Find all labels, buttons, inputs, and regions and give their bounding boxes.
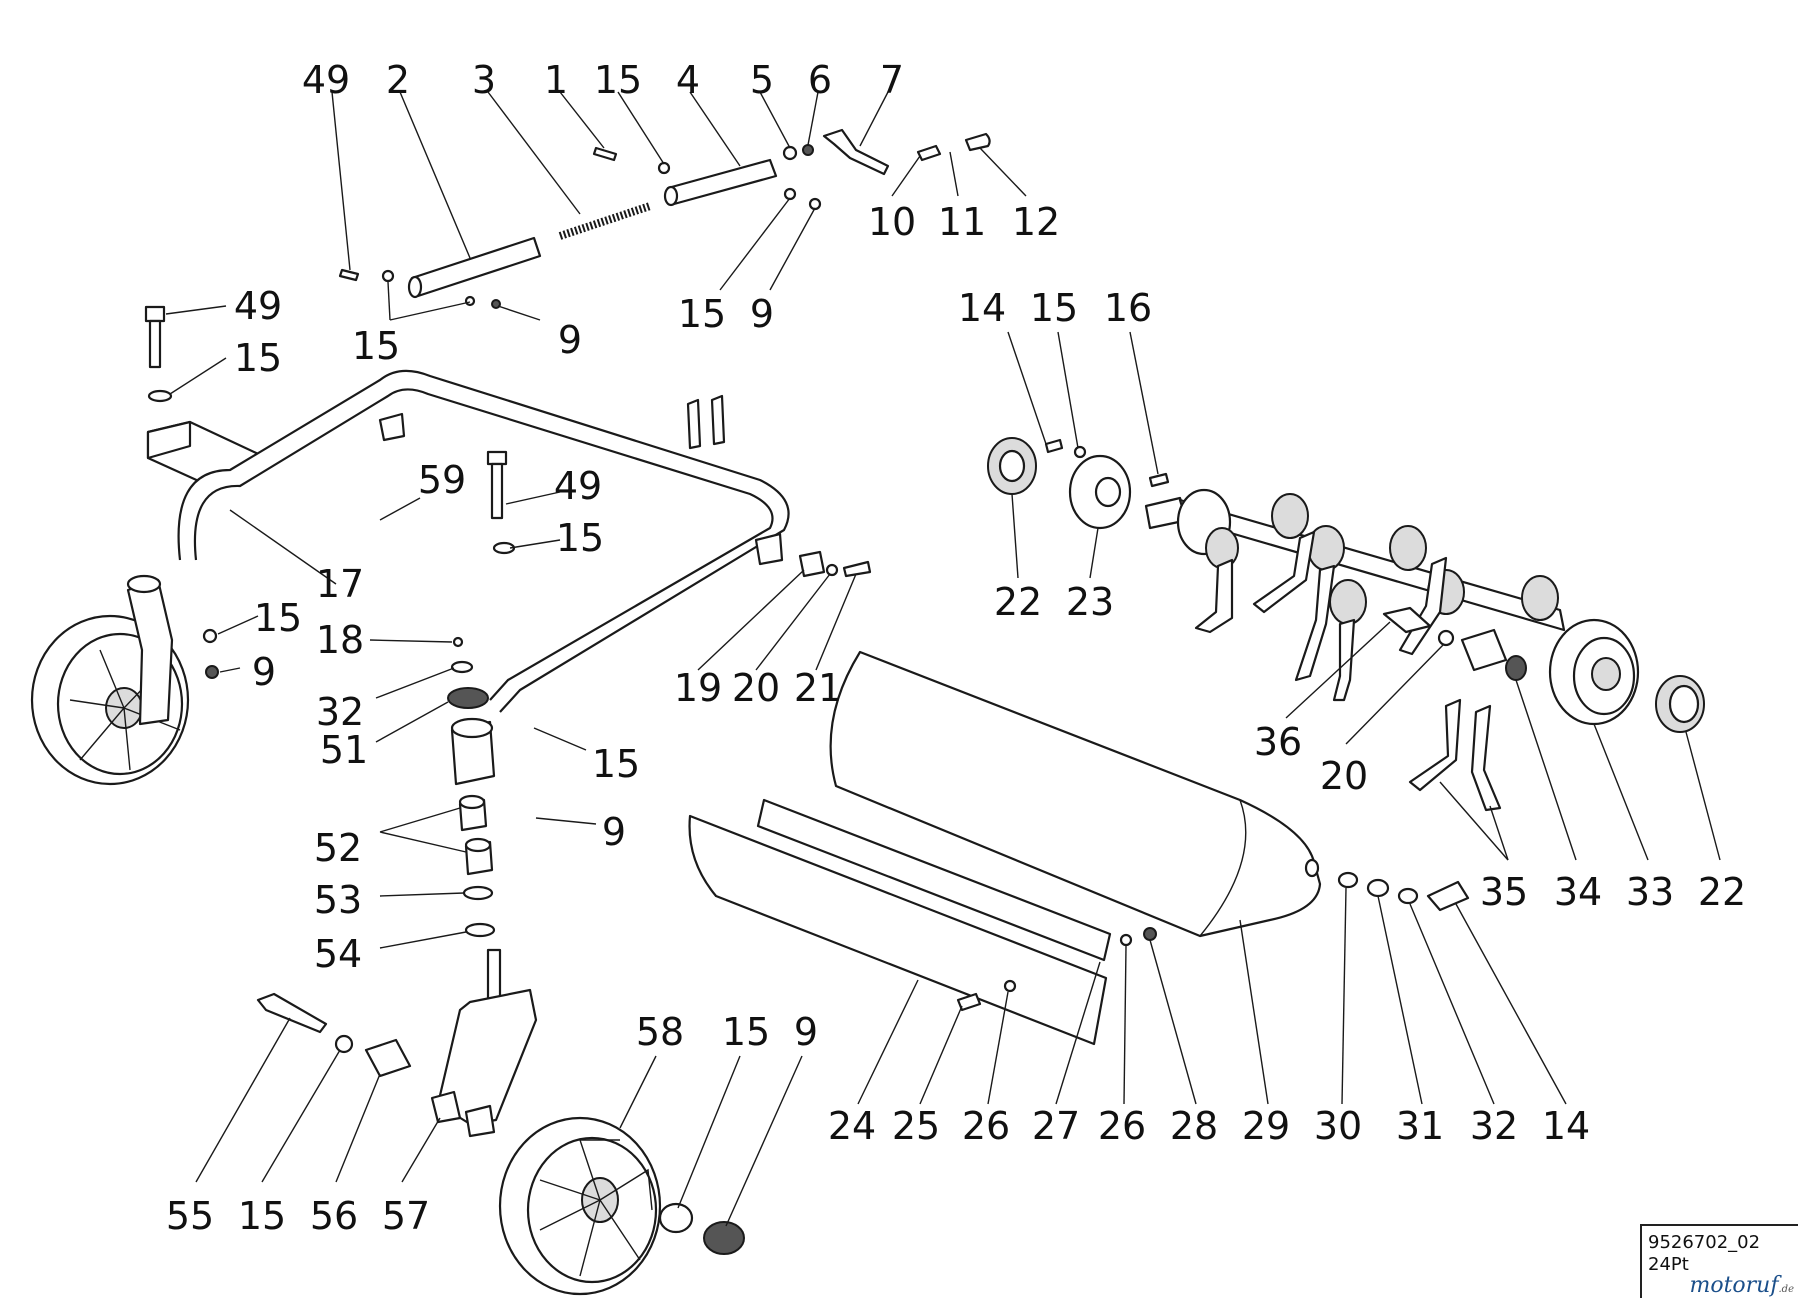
part-label-51: 51: [319, 728, 369, 772]
part-label-9: 9: [601, 810, 627, 854]
part-label-32: 32: [315, 690, 365, 734]
part-label-55: 55: [165, 1194, 215, 1238]
part-label-57: 57: [381, 1194, 431, 1238]
part-label-34: 34: [1553, 870, 1603, 914]
part-label-15: 15: [677, 292, 727, 336]
part-label-26: 26: [1097, 1104, 1147, 1148]
part-label-31: 31: [1395, 1104, 1445, 1148]
brand-name: motoruf: [1689, 1273, 1779, 1298]
part-label-15: 15: [233, 336, 283, 380]
handle-shaft-assembly: [331, 91, 1027, 321]
part-label-15: 15: [591, 742, 641, 786]
part-label-11: 11: [937, 200, 987, 244]
part-label-25: 25: [891, 1104, 941, 1148]
part-label-26: 26: [961, 1104, 1011, 1148]
part-label-17: 17: [315, 562, 365, 606]
part-label-10: 10: [867, 200, 917, 244]
part-label-20: 20: [1319, 754, 1369, 798]
front-wheel-left: [30, 574, 259, 786]
brand-watermark: motoruf.de: [1689, 1273, 1794, 1298]
part-label-22: 22: [993, 580, 1043, 624]
part-label-59: 59: [417, 458, 467, 502]
part-label-15: 15: [1029, 286, 1079, 330]
part-label-32: 32: [1469, 1104, 1519, 1148]
cover-assembly: [688, 650, 1567, 1105]
part-label-23: 23: [1065, 580, 1115, 624]
part-label-6: 6: [807, 58, 833, 102]
part-label-14: 14: [957, 286, 1007, 330]
part-label-36: 36: [1253, 720, 1303, 764]
part-label-28: 28: [1169, 1104, 1219, 1148]
part-label-53: 53: [313, 878, 363, 922]
part-label-21: 21: [793, 666, 843, 710]
caster-assembly: [195, 636, 803, 1296]
drawing-code-box: 9526702_02 24Pt motoruf.de: [1640, 1224, 1798, 1298]
part-label-15: 15: [237, 1194, 287, 1238]
part-label-15: 15: [253, 596, 303, 640]
part-label-1: 1: [543, 58, 569, 102]
part-label-3: 3: [471, 58, 497, 102]
part-label-2: 2: [385, 58, 411, 102]
part-label-30: 30: [1313, 1104, 1363, 1148]
drawing-sub-code: 24Pt: [1648, 1254, 1689, 1275]
part-label-58: 58: [635, 1010, 685, 1054]
part-label-4: 4: [675, 58, 701, 102]
part-label-12: 12: [1011, 200, 1061, 244]
part-label-5: 5: [749, 58, 775, 102]
tine-reel-assembly: [987, 331, 1721, 861]
part-label-15: 15: [593, 58, 643, 102]
part-label-20: 20: [731, 666, 781, 710]
part-label-24: 24: [827, 1104, 877, 1148]
part-label-15: 15: [721, 1010, 771, 1054]
part-label-14: 14: [1541, 1104, 1591, 1148]
part-label-7: 7: [879, 58, 905, 102]
brand-domain-ext: .de: [1778, 1284, 1795, 1295]
part-label-33: 33: [1625, 870, 1675, 914]
part-label-15: 15: [555, 516, 605, 560]
frame-assembly: [144, 305, 872, 713]
part-label-54: 54: [313, 932, 363, 976]
part-label-49: 49: [233, 284, 283, 328]
part-label-35: 35: [1479, 870, 1529, 914]
part-label-22: 22: [1697, 870, 1747, 914]
part-label-19: 19: [673, 666, 723, 710]
part-label-9: 9: [557, 318, 583, 362]
part-label-52: 52: [313, 826, 363, 870]
part-label-56: 56: [309, 1194, 359, 1238]
part-label-29: 29: [1241, 1104, 1291, 1148]
part-label-27: 27: [1031, 1104, 1081, 1148]
part-label-18: 18: [315, 618, 365, 662]
part-label-49: 49: [301, 58, 351, 102]
part-label-9: 9: [251, 650, 277, 694]
part-label-49: 49: [553, 464, 603, 508]
part-label-9: 9: [749, 292, 775, 336]
drawing-number: 9526702_02: [1648, 1232, 1761, 1253]
part-label-15: 15: [351, 324, 401, 368]
part-label-9: 9: [793, 1010, 819, 1054]
part-label-16: 16: [1103, 286, 1153, 330]
